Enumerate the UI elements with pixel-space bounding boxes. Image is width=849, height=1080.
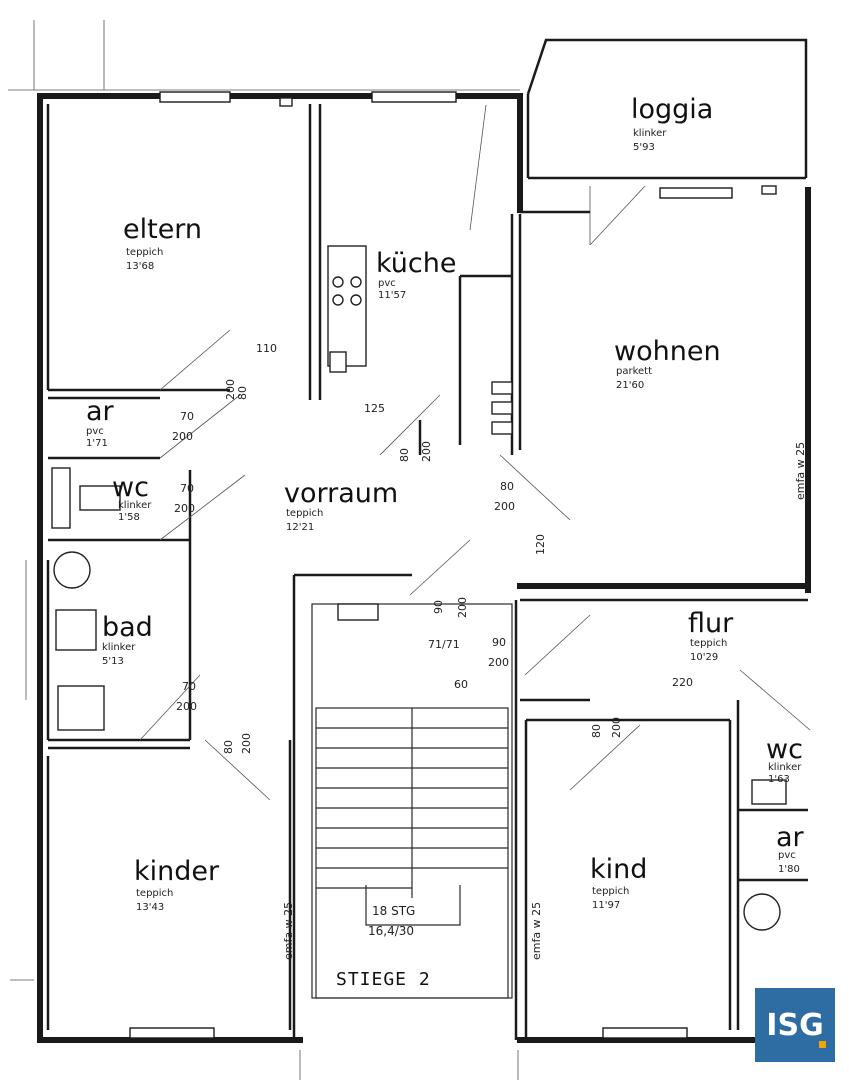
room-area-kueche: 11'57 xyxy=(378,290,406,301)
dim-door-height: 200 xyxy=(488,656,509,669)
room-name-ar1: ar xyxy=(86,396,115,427)
room-material-kinder: teppich xyxy=(136,888,173,899)
stairs-dims: 16,4/30 xyxy=(368,924,414,938)
room-area-eltern: 13'68 xyxy=(126,261,154,272)
room-material-bad: klinker xyxy=(102,642,136,653)
dim-door-height: 200 xyxy=(240,733,253,754)
loggia-walls xyxy=(526,38,808,246)
dim-door-width: 70 xyxy=(182,680,196,693)
room-name-flur: flur xyxy=(688,608,734,639)
dim-label: 110 xyxy=(256,342,277,355)
room-name-wc2: wc xyxy=(766,734,803,765)
dim-door-width: 80 xyxy=(398,448,411,462)
site-lines xyxy=(8,20,520,1080)
room-material-wohnen: parkett xyxy=(616,366,652,377)
room-labels: loggia klinker 5'93 eltern teppich 13'68… xyxy=(86,94,805,913)
dim-door-height: 200 xyxy=(224,379,237,400)
windows xyxy=(129,91,777,1039)
room-material-flur: teppich xyxy=(690,638,727,649)
dim-door-width: 70 xyxy=(180,410,194,423)
stairwell xyxy=(311,603,513,999)
room-material-ar1: pvc xyxy=(86,426,104,437)
room-area-bad: 5'13 xyxy=(102,656,124,667)
room-name-loggia: loggia xyxy=(631,94,713,125)
dim-label: emfa w 25 xyxy=(282,902,295,960)
dim-door-width: 80 xyxy=(222,740,235,754)
room-material-kueche: pvc xyxy=(378,278,396,289)
dim-door-width: 80 xyxy=(500,480,514,493)
stairs-labels: STIEGE 2 18 STG 16,4/30 xyxy=(336,904,431,990)
interior-walls xyxy=(46,104,808,1040)
stairs-steps: 18 STG xyxy=(372,904,415,918)
dim-label: 200 xyxy=(456,597,469,618)
isg-logo: ISG xyxy=(755,988,835,1062)
logo-text: ISG xyxy=(766,1007,824,1043)
dim-label: 120 xyxy=(534,534,547,555)
room-area-kinder: 13'43 xyxy=(136,902,164,913)
dimension-labels: 70 200 70 200 70 200 80 200 90 200 110 1… xyxy=(172,342,807,960)
door-swings xyxy=(139,104,811,801)
bath-fixtures xyxy=(51,467,787,931)
dim-door-width: 80 xyxy=(236,386,249,400)
room-name-eltern: eltern xyxy=(123,214,202,245)
room-name-kinder: kinder xyxy=(134,856,220,887)
dim-door-height: 200 xyxy=(610,717,623,738)
dim-label: 125 xyxy=(364,402,385,415)
dim-door-height: 200 xyxy=(174,502,195,515)
room-name-wc1: wc xyxy=(112,472,149,503)
dim-door-width: 70 xyxy=(180,482,194,495)
room-material-wc2: klinker xyxy=(768,762,802,773)
stair-steps xyxy=(316,727,508,889)
logo-dot xyxy=(819,1041,826,1048)
dim-door-height: 200 xyxy=(172,430,193,443)
room-area-ar1: 1'71 xyxy=(86,438,108,449)
room-name-wohnen: wohnen xyxy=(614,336,721,367)
stairs-title: STIEGE 2 xyxy=(336,969,431,990)
dim-door-height: 200 xyxy=(176,700,197,713)
room-material-loggia: klinker xyxy=(633,128,667,139)
room-material-vorraum: teppich xyxy=(286,508,323,519)
room-material-ar2: pvc xyxy=(778,850,796,861)
kitchen-fixtures xyxy=(327,245,513,435)
room-area-wc1: 1'58 xyxy=(118,512,140,523)
room-name-vorraum: vorraum xyxy=(284,478,398,509)
room-area-wc2: 1'63 xyxy=(768,774,790,785)
room-material-eltern: teppich xyxy=(126,247,163,258)
room-name-kind: kind xyxy=(590,854,647,885)
room-area-loggia: 5'93 xyxy=(633,142,655,153)
room-area-kind: 11'97 xyxy=(592,900,620,911)
dim-door-width: 80 xyxy=(590,724,603,738)
room-area-vorraum: 12'21 xyxy=(286,522,314,533)
room-area-wohnen: 21'60 xyxy=(616,380,644,391)
room-material-kind: teppich xyxy=(592,886,629,897)
dim-label: emfa w 25 xyxy=(794,442,807,500)
dim-door-height: 200 xyxy=(420,441,433,462)
dim-door-height: 200 xyxy=(494,500,515,513)
dim-label: 220 xyxy=(672,676,693,689)
dim-label: 90 xyxy=(432,600,445,614)
dim-label: 60 xyxy=(454,678,468,691)
room-material-wc1: klinker xyxy=(118,500,152,511)
room-name-ar2: ar xyxy=(776,822,805,853)
dim-label: emfa w 25 xyxy=(530,902,543,960)
room-area-ar2: 1'80 xyxy=(778,864,800,875)
room-name-kueche: küche xyxy=(376,248,457,279)
dim-door-width: 90 xyxy=(492,636,506,649)
dim-label: 71/71 xyxy=(428,638,460,651)
room-area-flur: 10'29 xyxy=(690,652,718,663)
room-name-bad: bad xyxy=(102,612,153,643)
